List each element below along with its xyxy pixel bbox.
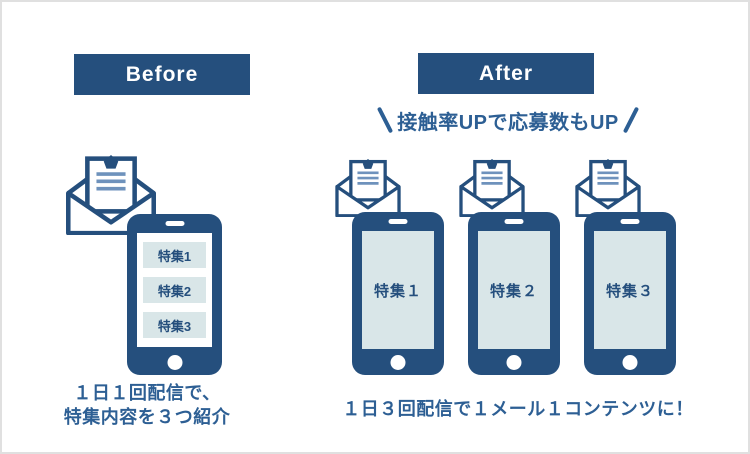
after-tagline-text: 接触率UPで応募数もUP (397, 111, 619, 134)
feature-item-2: 特集2 (143, 277, 206, 303)
after-phone-2-screen: 特集２ (478, 231, 550, 349)
before-phone-screen: 特集1 特集2 特集3 (137, 233, 212, 347)
envelope-icon (335, 157, 401, 219)
phone-speaker (165, 221, 184, 226)
after-phone-3: 特集３ (584, 212, 676, 375)
phone-home-button (506, 355, 522, 370)
after-tagline: 接触率UPで応募数もUP (362, 100, 654, 140)
phone-speaker (620, 219, 640, 224)
before-caption-line-2: 特集内容を３つ紹介 (63, 407, 231, 427)
before-banner: Before (74, 54, 250, 95)
phone-speaker (388, 219, 408, 224)
after-phone-1-screen: 特集１ (362, 231, 434, 349)
before-caption-line-1: １日１回配信で、 (73, 383, 221, 403)
feature-item-1: 特集1 (143, 242, 206, 268)
after-phone-2: 特集２ (468, 212, 560, 375)
before-phone: 特集1 特集2 特集3 (127, 214, 222, 375)
before-caption: １日１回配信で、 特集内容を３つ紹介 (27, 381, 267, 429)
envelope-icon (459, 157, 525, 219)
after-phone-1: 特集１ (352, 212, 444, 375)
phone-speaker (504, 219, 524, 224)
emphasis-slash-left-icon (377, 106, 394, 134)
after-caption: １日３回配信で１メール１コンテンツに！ (342, 399, 694, 419)
phone-home-button (622, 355, 638, 370)
envelope-icon (575, 157, 641, 219)
after-banner: After (418, 53, 594, 94)
phone-home-button (390, 355, 406, 370)
feature-item-3: 特集3 (143, 312, 206, 338)
phone-home-button (167, 355, 182, 370)
emphasis-slash-right-icon (622, 106, 639, 134)
after-phone-3-screen: 特集３ (594, 231, 666, 349)
